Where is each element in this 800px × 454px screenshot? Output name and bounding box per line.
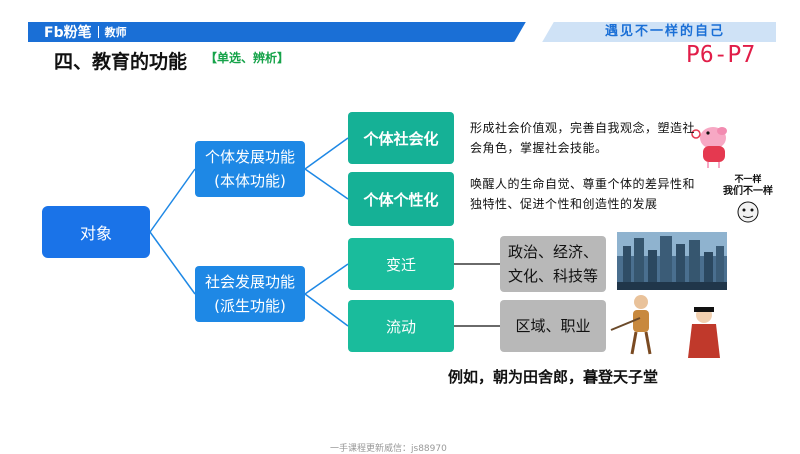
social-development-sub: (派生功能): [214, 297, 286, 315]
connector-individual-individualization: [304, 168, 349, 200]
social-development-label: 社会发展功能: [204, 273, 295, 291]
meme-caption: 不一样 我们不一样: [720, 175, 776, 197]
socialization-description: 形成社会价值观，完善自我观念，塑造社会角色，掌握社会技能。: [470, 121, 696, 155]
footer-watermark: 一手课程更新威信：js88970: [330, 444, 447, 454]
pig-cartoon-image: [691, 127, 727, 168]
change-items-line2: 文化、科技等: [507, 267, 598, 285]
question-type-tag: 【单选、辨析】: [205, 51, 290, 65]
connector-social-mobility: [304, 293, 349, 327]
example-text: 例如，朝为田舍郎，暮登天子堂: [448, 368, 659, 386]
meme-face-image: [737, 201, 759, 223]
individual-development-node: 个体发展功能 (本体功能): [195, 141, 305, 197]
connector-root-social: [149, 231, 196, 295]
individual-development-label: 个体发展功能: [204, 148, 295, 166]
brand-logo: Fb粉笔 教师: [44, 22, 127, 42]
social-development-node: 社会发展功能 (派生功能): [195, 266, 305, 322]
socialization-node: 个体社会化: [348, 112, 454, 164]
logo-separator: [97, 26, 99, 38]
logo-sub: 教师: [104, 26, 127, 39]
city-skyline-image: [617, 232, 727, 290]
connector-individual-socialization: [304, 137, 349, 170]
individualization-description: 唤醒人的生命自觉、尊重个体的差异性和独特性、促进个性和创造性的发展: [470, 177, 696, 211]
mobility-node: 流动: [348, 300, 454, 352]
individualization-node: 个体个性化: [348, 172, 454, 226]
change-items-node: 政治、经济、 文化、科技等: [500, 236, 606, 292]
mobility-items-node: 区域、职业: [500, 300, 606, 352]
page-range: P6-P7: [686, 42, 756, 68]
header-bar: [28, 22, 528, 42]
slogan: 遇见不一样的自己: [604, 24, 725, 39]
root-node: 对象: [42, 206, 150, 258]
farmer-cartoon-image: [610, 295, 652, 355]
meme-line2: 我们不一样: [723, 186, 773, 197]
change-node: 变迁: [348, 238, 454, 290]
logo-text: Fb粉笔: [44, 25, 92, 41]
individual-development-sub: (本体功能): [214, 172, 286, 190]
connector-social-change: [304, 263, 349, 295]
change-items-line1: 政治、经济、: [507, 243, 598, 261]
official-cartoon-image: [688, 307, 720, 358]
meme-line1: 不一样: [734, 175, 762, 185]
page-title: 四、教育的功能: [54, 51, 188, 73]
header-bar-right: [526, 22, 776, 42]
connector-root-individual: [149, 168, 196, 233]
